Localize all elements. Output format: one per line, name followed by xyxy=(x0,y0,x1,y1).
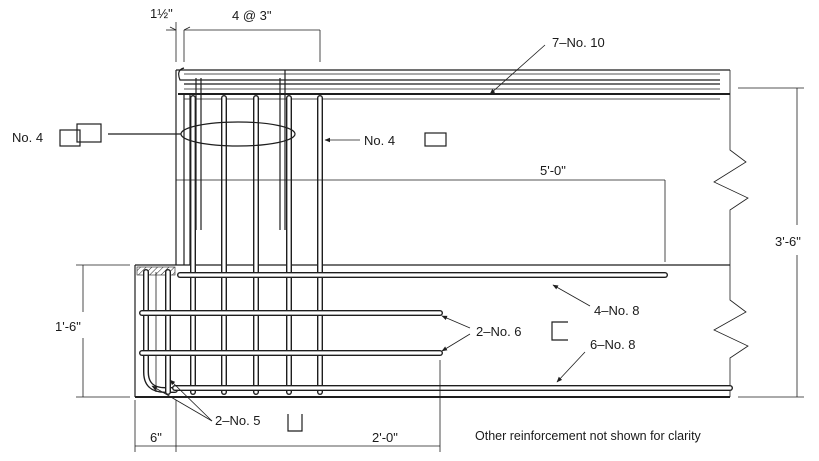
cover-dim-label: 1½" xyxy=(150,6,173,21)
overall-depth-dim xyxy=(738,87,804,398)
top-bars xyxy=(178,67,730,100)
break-line-lower xyxy=(713,265,749,397)
stirrup-spacing-label: 4 @ 3" xyxy=(232,8,272,23)
overall-depth-label: 3'-6" xyxy=(775,234,801,249)
mid-bars-upper-label: 4–No. 8 xyxy=(594,303,640,318)
hook-bars xyxy=(143,269,178,395)
development-length-dim xyxy=(176,179,666,262)
bottom-bars-label: 6–No. 8 xyxy=(590,337,636,352)
beam-depth-dim xyxy=(76,264,130,398)
extension-dim-label: 2'-0" xyxy=(372,430,398,445)
mid-bars-lower-leader-a xyxy=(441,315,471,329)
bar-section-icon-mid xyxy=(551,321,568,341)
stirrups xyxy=(190,95,323,395)
lower-beam-bars xyxy=(139,272,733,391)
top-bars-leader xyxy=(489,44,546,95)
ties-left-label: No. 4 xyxy=(12,130,43,145)
top-bars-label: 7–No. 10 xyxy=(552,35,605,50)
tie-group-ellipse xyxy=(180,121,296,147)
top-dimensions xyxy=(166,22,321,62)
hook-bars-leader-a xyxy=(151,385,213,422)
mid-bars-lower-label: 2–No. 6 xyxy=(476,324,522,339)
tie-section-icon-left xyxy=(59,123,102,147)
beam-depth-label: 1'-6" xyxy=(55,319,81,334)
ties-right-label: No. 4 xyxy=(364,133,395,148)
tie-section-icon-right xyxy=(424,132,447,147)
bottom-bars-leader xyxy=(556,351,586,383)
mid-bars-upper-leader xyxy=(552,284,591,307)
development-length-label: 5'-0" xyxy=(540,163,566,178)
bottom-dimensions xyxy=(134,360,441,452)
hook-bars-label: 2–No. 5 xyxy=(215,413,261,428)
concrete-outline xyxy=(134,69,730,398)
break-line-upper xyxy=(713,70,749,265)
bar-section-icon-hook xyxy=(287,414,303,432)
hook-bars-leader-b xyxy=(169,379,213,422)
edge-dim-label: 6" xyxy=(150,430,162,445)
clarity-note: Other reinforcement not shown for clarit… xyxy=(475,429,702,443)
mid-bars-lower-leader-b xyxy=(441,333,471,352)
